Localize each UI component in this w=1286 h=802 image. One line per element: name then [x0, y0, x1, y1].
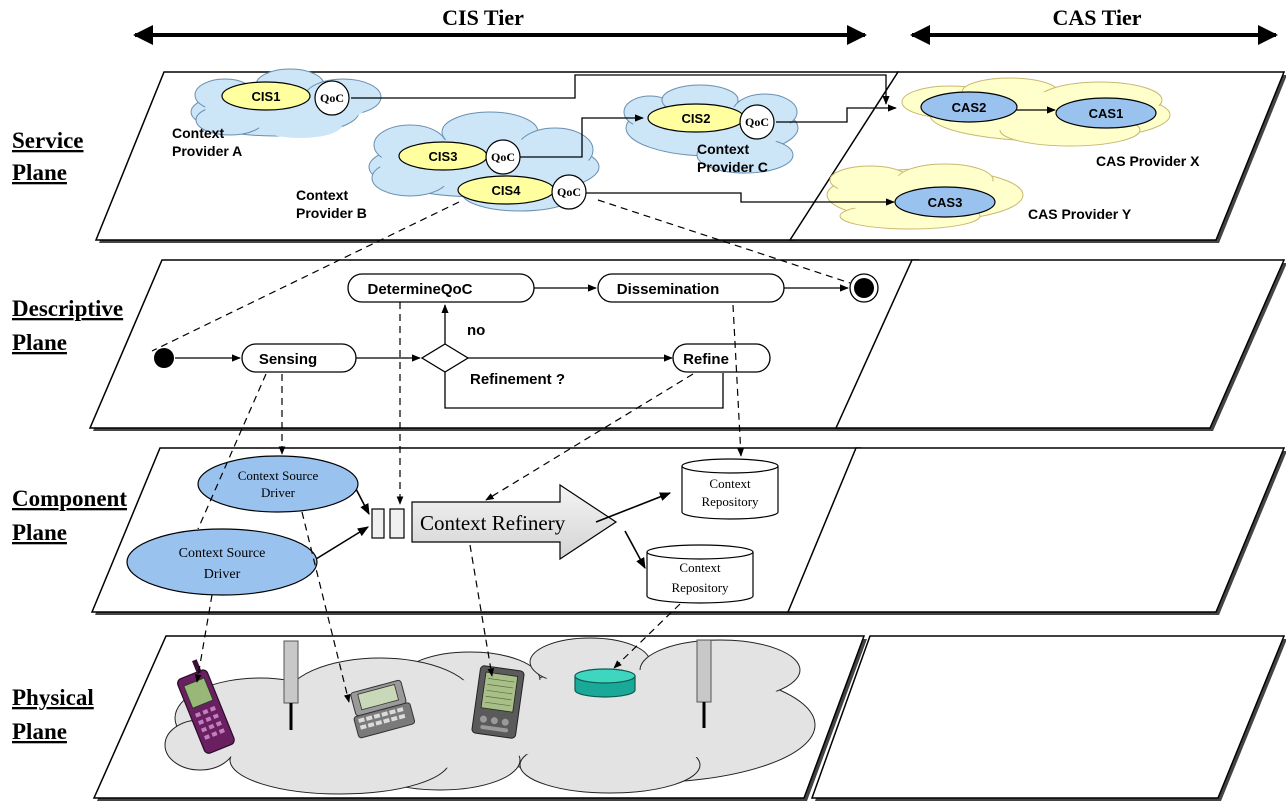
input-buffer-2	[389, 508, 405, 539]
physical-plane-label: Physical	[12, 685, 94, 710]
context-source-driver-1[interactable]: Context Source Driver	[197, 455, 359, 513]
antenna-1-icon	[283, 640, 299, 730]
provider-a-label-2: Provider A	[172, 143, 242, 159]
pda-device-icon[interactable]	[471, 665, 525, 739]
repository-2-label: Context	[679, 560, 721, 575]
cis3-qoc-circle	[485, 139, 521, 175]
context-repository-1[interactable]: Context Repository	[681, 458, 779, 520]
service-connectors	[351, 74, 1056, 206]
cis3-qoc: QoC	[491, 150, 515, 164]
driver-1-label-2: Driver	[261, 485, 296, 500]
refinement-label: Refinement ?	[470, 371, 565, 388]
descriptive-plane-cas	[834, 259, 1286, 429]
organizer-device-icon[interactable]	[347, 679, 416, 739]
cis4-qoc: QoC	[557, 185, 581, 199]
cas-tier-label: CAS Tier	[1052, 5, 1141, 30]
cas-provider-x-label: CAS Provider X	[1096, 153, 1200, 169]
activity-sensing[interactable]: Sensing	[241, 343, 357, 373]
cas2-node[interactable]: CAS2	[920, 91, 1018, 123]
physical-plane-label-2: Plane	[12, 719, 67, 744]
activity-determine-qoc[interactable]: DetermineQoC	[347, 273, 535, 303]
physical-plane-cas	[810, 635, 1286, 799]
cis4-label: CIS4	[492, 183, 522, 198]
component-plane-label: Component	[12, 486, 127, 511]
activity-flow	[175, 284, 849, 409]
cis4-node[interactable]: CIS4 QoC	[457, 174, 587, 210]
determine-qoc-label: DetermineQoC	[367, 281, 472, 298]
context-refinery-label: Context Refinery	[420, 511, 566, 535]
component-plane-label-2: Plane	[12, 520, 67, 545]
mapping-lines	[151, 199, 851, 703]
service-plane-label: Service	[12, 128, 84, 153]
descriptive-plane-label: Descriptive	[12, 296, 123, 321]
cas3-label: CAS3	[928, 195, 963, 210]
component-plane-cas	[786, 447, 1286, 613]
provider-c-label-2: Provider C	[697, 159, 768, 175]
cas2-label: CAS2	[952, 100, 987, 115]
activity-dissemination[interactable]: Dissemination	[597, 273, 785, 303]
driver-2-label-2: Driver	[204, 567, 241, 582]
driver-1-label: Context Source	[238, 468, 319, 483]
input-buffer-1	[371, 508, 385, 539]
service-plane-label-2: Plane	[12, 160, 67, 185]
cis3-label: CIS3	[429, 149, 458, 164]
cis1-node[interactable]: CIS1 QoC	[221, 80, 350, 116]
sensing-label: Sensing	[259, 351, 317, 368]
context-refinery-arrow[interactable]: Context Refinery	[411, 483, 618, 561]
repository-1-label-2: Repository	[701, 494, 759, 509]
mobile-phone-icon[interactable]	[172, 657, 236, 754]
descriptive-plane-label-2: Plane	[12, 330, 67, 355]
provider-b-label-2: Provider B	[296, 205, 367, 221]
activity-refine[interactable]: Refine	[672, 343, 771, 373]
provider-a-label: Context	[172, 125, 224, 141]
cas1-node[interactable]: CAS1	[1055, 97, 1157, 129]
cas-provider-y-label: CAS Provider Y	[1028, 206, 1132, 222]
cas1-label: CAS1	[1089, 106, 1124, 121]
cis1-qoc: QoC	[320, 91, 344, 105]
repository-1-label: Context	[709, 476, 751, 491]
cis3-node[interactable]: CIS3 QoC	[398, 139, 521, 175]
cis-tier-label: CIS Tier	[442, 5, 524, 30]
context-repository-2[interactable]: Context Repository	[646, 544, 754, 604]
driver-2-label: Context Source	[179, 546, 266, 561]
no-label: no	[467, 322, 485, 339]
refinement-decision[interactable]	[420, 343, 470, 373]
refine-label: Refine	[683, 351, 729, 368]
cis2-node[interactable]: CIS2 QoC	[647, 103, 775, 140]
cis1-label: CIS1	[252, 89, 281, 104]
repository-2-label-2: Repository	[671, 580, 729, 595]
storage-disk-icon[interactable]	[574, 668, 636, 698]
cis4-qoc-circle	[551, 174, 587, 210]
cis2-qoc: QoC	[745, 115, 769, 129]
cis2-qoc-circle	[739, 104, 775, 140]
activity-start-node	[154, 348, 174, 368]
provider-c-label: Context	[697, 141, 749, 157]
dissemination-label: Dissemination	[617, 281, 720, 298]
activity-end-node	[849, 273, 879, 303]
component-connectors	[315, 486, 672, 569]
antenna-2-icon	[696, 639, 712, 728]
context-source-driver-2[interactable]: Context Source Driver	[126, 528, 318, 596]
provider-b-label: Context	[296, 187, 348, 203]
cis1-qoc-circle	[314, 80, 350, 116]
cis2-label: CIS2	[682, 111, 711, 126]
cas3-node[interactable]: CAS3	[894, 186, 996, 218]
